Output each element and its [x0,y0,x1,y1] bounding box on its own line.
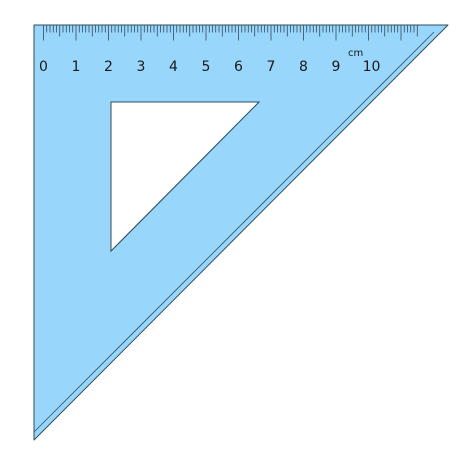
ruler-label: 5 [202,59,211,75]
ruler-label: 10 [363,59,381,75]
set-square-body [33,24,449,441]
triangle-cutout [110,101,261,253]
ruler-label: 9 [332,59,341,75]
hypotenuse-bevel [33,31,435,433]
ruler-unit-label: cm [348,48,363,59]
ruler-label: 4 [169,59,178,75]
ruler-label: 0 [39,59,48,75]
ruler-ticks [43,25,418,41]
ruler-labels: 0 1 2 3 4 5 6 7 8 9 10 [39,59,380,75]
ruler-label: 8 [299,59,308,75]
ruler-label: 7 [267,59,276,75]
ruler-label: 1 [72,59,81,75]
ruler-label: 2 [104,59,113,75]
ruler-label: 3 [137,59,146,75]
ruler-label: 6 [234,59,243,75]
